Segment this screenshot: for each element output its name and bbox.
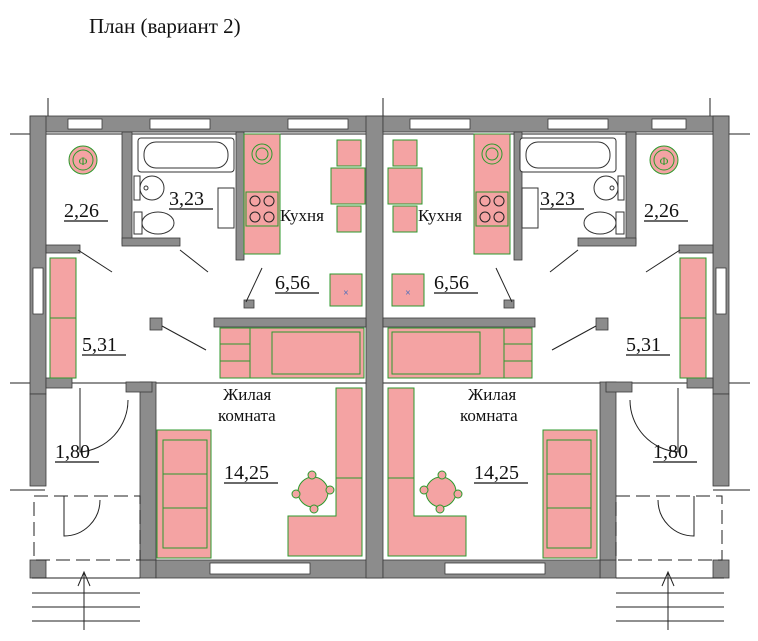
- east-wall-lower: [712, 393, 730, 487]
- svg-text:×: ×: [405, 288, 411, 299]
- boiler-icon: Φ: [68, 145, 98, 175]
- vestibule-area: 1,80: [55, 441, 90, 463]
- utility-area: 2,26: [64, 200, 99, 222]
- window: [287, 118, 349, 130]
- kitchen-area: 6,56: [275, 272, 310, 294]
- party-wall: [365, 115, 384, 579]
- stove-icon: [245, 191, 279, 227]
- bathroom-wall: [577, 237, 637, 247]
- living-area: 14,25: [224, 462, 269, 484]
- living-area: 14,25: [474, 462, 519, 484]
- window: [409, 118, 471, 130]
- svg-text:×: ×: [343, 288, 349, 299]
- entry-wall: [139, 559, 157, 579]
- window: [67, 118, 103, 130]
- bathroom-wall: [625, 131, 637, 245]
- wall: [139, 381, 157, 561]
- toilet-icon: [583, 211, 625, 235]
- bathtub-icon: [137, 137, 235, 173]
- living-label-1: Жилая: [223, 385, 271, 404]
- desk: [387, 387, 467, 557]
- stove-icon: [475, 191, 509, 227]
- desk: [287, 387, 363, 557]
- wall-stub: [503, 299, 515, 309]
- sofa: [156, 429, 212, 559]
- living-label-2: комната: [218, 406, 276, 425]
- wall-stub: [45, 377, 73, 389]
- wall-stub: [686, 377, 714, 389]
- kitchen-label: Кухня: [418, 206, 462, 225]
- plan-title: План (вариант 2): [89, 14, 241, 38]
- living-wall: [213, 317, 367, 328]
- bathroom-area: 3,23: [540, 188, 575, 210]
- living-label-2: комната: [460, 406, 518, 425]
- vestibule-area: 1,80: [653, 441, 688, 463]
- dining-table: [330, 139, 366, 233]
- entry-porch: [615, 495, 724, 630]
- fridge-icon: ×: [391, 273, 425, 307]
- left-unit: Φ: [29, 115, 385, 630]
- dining-table: [387, 139, 423, 233]
- wall-stub: [595, 317, 609, 331]
- wall-stub: [243, 299, 255, 309]
- window: [32, 267, 44, 315]
- entry-wall: [599, 559, 617, 579]
- wall-stub: [125, 381, 153, 393]
- window: [715, 267, 727, 315]
- window: [444, 562, 546, 575]
- window: [547, 118, 609, 130]
- east-wall: [712, 115, 730, 395]
- bathtub-icon: [519, 137, 617, 173]
- sofa: [542, 429, 598, 559]
- wall: [599, 381, 617, 561]
- chair-icon: [419, 470, 463, 514]
- bathroom-wall: [121, 131, 133, 245]
- entry-wall: [712, 559, 730, 579]
- sink-icon: [593, 175, 625, 201]
- kitchen-sink-icon: [251, 143, 273, 165]
- utility-wall: [678, 244, 714, 254]
- entry-porch: [32, 495, 141, 630]
- svg-text:Φ: Φ: [79, 154, 88, 168]
- hall-area: 5,31: [626, 334, 661, 356]
- utility-wall: [45, 244, 81, 254]
- living-label-1: Жилая: [468, 385, 516, 404]
- right-unit: Φ: [382, 115, 730, 630]
- window: [651, 118, 687, 130]
- sink-icon: [133, 175, 165, 201]
- utility-area: 2,26: [644, 200, 679, 222]
- window: [209, 562, 311, 575]
- entry-wall: [29, 559, 47, 579]
- kitchen-sink-icon: [481, 143, 503, 165]
- shelving-unit: [387, 327, 533, 379]
- kitchen-area: 6,56: [434, 272, 469, 294]
- door: [495, 249, 695, 537]
- kitchen-label: Кухня: [280, 206, 324, 225]
- wall-stub: [149, 317, 163, 331]
- washing-machine-icon: [217, 187, 235, 229]
- boiler-icon: Φ: [649, 145, 679, 175]
- svg-text:Φ: Φ: [660, 154, 669, 168]
- living-wall: [382, 317, 536, 328]
- bathroom-wall: [121, 237, 181, 247]
- shelving-unit: [219, 327, 365, 379]
- hall-area: 5,31: [82, 334, 117, 356]
- window: [149, 118, 211, 130]
- door: [63, 249, 263, 537]
- west-wall-lower: [29, 393, 47, 487]
- west-wall: [29, 115, 47, 395]
- chair-icon: [291, 470, 335, 514]
- wall-stub: [605, 381, 633, 393]
- kitchen-wall: [235, 131, 245, 261]
- fridge-icon: ×: [329, 273, 363, 307]
- washing-machine-icon: [521, 187, 539, 229]
- bathroom-area: 3,23: [169, 188, 204, 210]
- toilet-icon: [133, 211, 175, 235]
